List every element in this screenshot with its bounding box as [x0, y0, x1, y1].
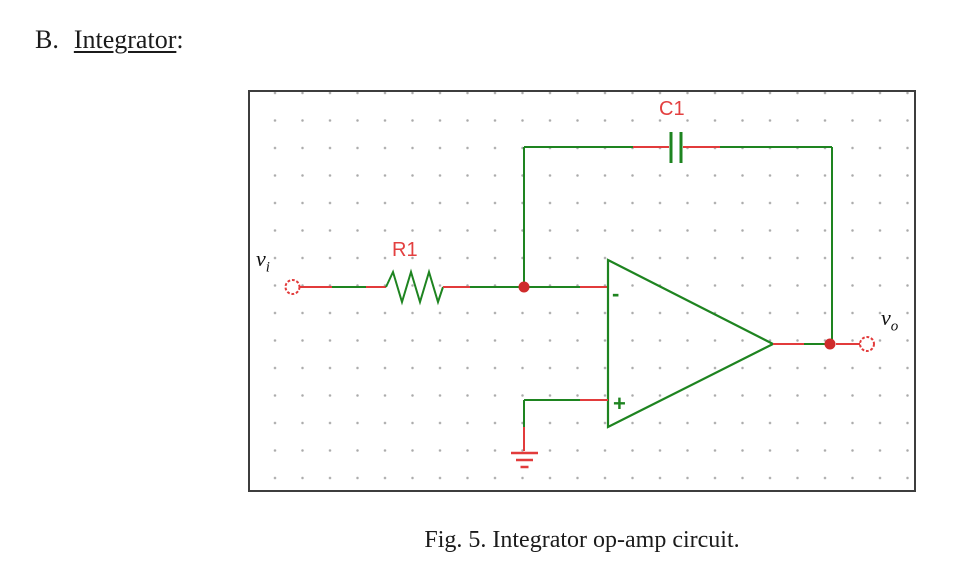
- output-node-junction: [824, 338, 836, 350]
- output-node-letter: v: [881, 305, 891, 330]
- output-terminal: [859, 336, 875, 352]
- schematic-canvas: - + R1 C1 vi vo: [250, 92, 914, 490]
- input-node-letter: v: [256, 246, 266, 271]
- output-node-subscript: o: [890, 318, 899, 335]
- resistor-zigzag: [385, 268, 444, 306]
- inverting-node-junction: [518, 281, 530, 293]
- schematic-frame: - + R1 C1 vi vo: [248, 90, 916, 492]
- opamp-plus-sign: +: [613, 391, 626, 416]
- opamp-triangle: [606, 258, 776, 429]
- input-terminal: [284, 279, 301, 295]
- section-title: Integrator: [73, 25, 177, 54]
- figure-caption: Fig. 5. Integrator op-amp circuit.: [424, 527, 740, 553]
- section-colon: :: [176, 25, 184, 54]
- capacitor-label: C1: [659, 98, 685, 120]
- section-heading: B. Integrator:: [35, 25, 184, 55]
- section-letter: B.: [35, 25, 59, 54]
- input-node-subscript: i: [265, 259, 270, 276]
- opamp-minus-sign: -: [612, 281, 619, 306]
- input-node-label: vi: [256, 246, 270, 275]
- circuit-drawing: - +: [284, 132, 875, 469]
- resistor-label: R1: [392, 239, 418, 261]
- output-node-label: vo: [881, 305, 898, 334]
